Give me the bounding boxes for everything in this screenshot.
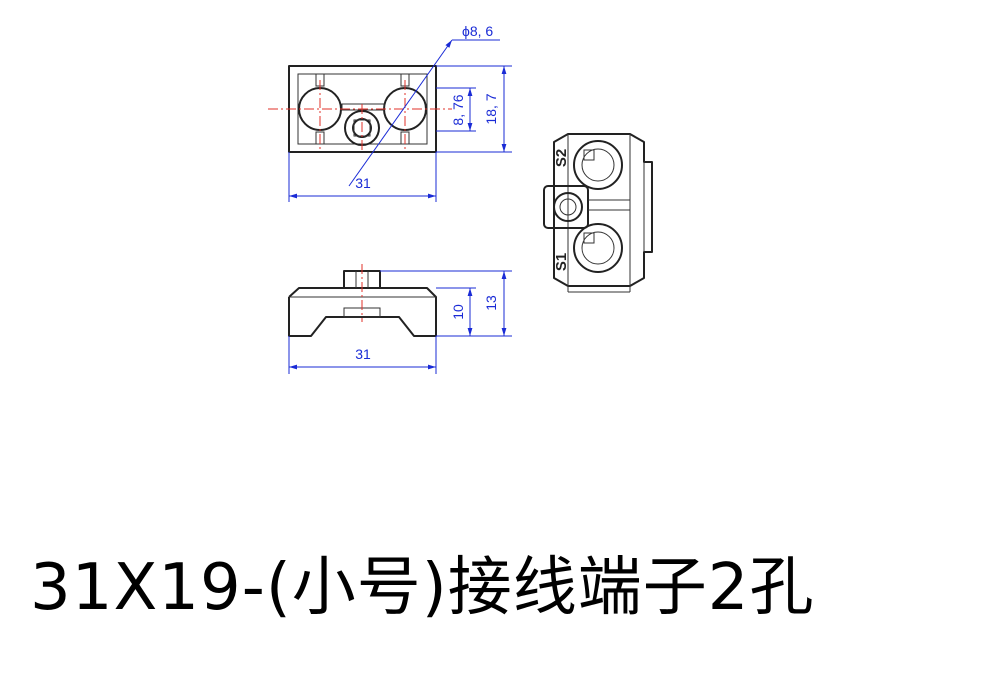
iso-screw-inner bbox=[559, 198, 577, 216]
center-bridge bbox=[341, 103, 385, 111]
slot-1-label: S1 bbox=[553, 253, 570, 271]
hole-spacing-label: 8, 76 bbox=[450, 94, 466, 125]
iso-hole-top-tab bbox=[583, 149, 595, 161]
side-view-outline bbox=[288, 287, 437, 337]
diameter-label: ϕ8, 6 bbox=[462, 23, 493, 39]
top-view bbox=[268, 65, 452, 153]
iso-hole-top bbox=[573, 140, 623, 190]
iso-screw-block bbox=[543, 185, 589, 229]
side-width-label: 31 bbox=[355, 346, 371, 362]
top-height-label: 18, 7 bbox=[483, 93, 499, 124]
top-width-label: 31 bbox=[355, 175, 371, 191]
slot-2-label: S2 bbox=[553, 149, 570, 167]
iso-hole-bottom-tab bbox=[583, 232, 595, 244]
diameter-leader bbox=[348, 39, 453, 187]
iso-hole-bottom bbox=[573, 223, 623, 273]
top-view-dimensions: ϕ8, 6 8, 76 18, 7 31 bbox=[288, 23, 512, 202]
iso-hole-top-inner bbox=[581, 148, 615, 182]
technical-drawing: ϕ8, 6 8, 76 18, 7 31 10 13 bbox=[268, 23, 653, 374]
part-caption: 31X19-(小号)接线端子2孔 bbox=[30, 551, 815, 625]
side-inner-height-label: 10 bbox=[450, 304, 466, 320]
iso-hole-bottom-inner bbox=[581, 231, 615, 265]
isometric-view: S2 S1 bbox=[543, 133, 653, 293]
side-view bbox=[288, 264, 437, 337]
side-view-dimensions: 10 13 31 bbox=[288, 270, 512, 374]
side-height-label: 13 bbox=[483, 295, 499, 311]
iso-screw-outer bbox=[553, 192, 583, 222]
